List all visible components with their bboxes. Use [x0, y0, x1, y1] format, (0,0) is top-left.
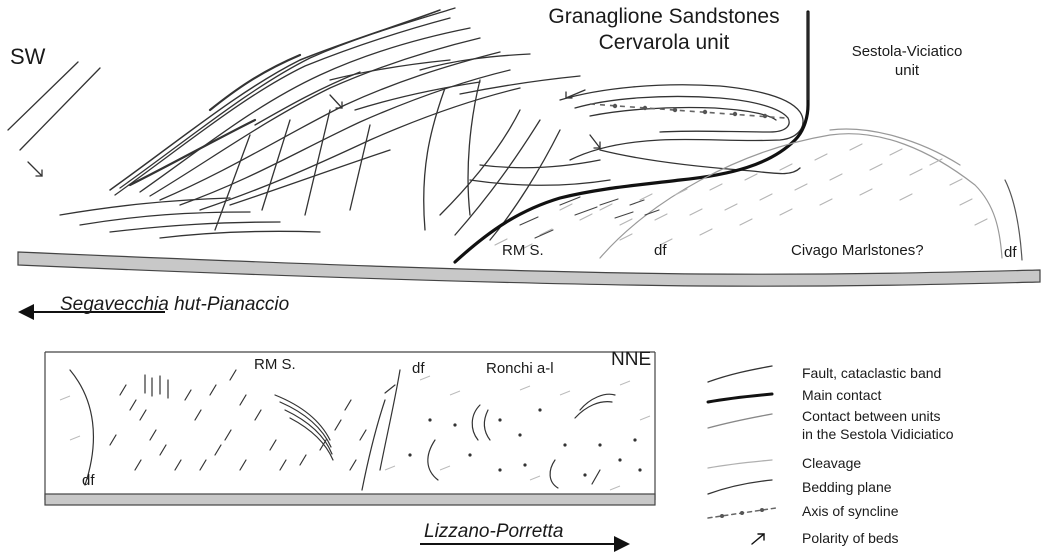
- legend-label-fault: Fault, cataclastic band: [802, 365, 941, 381]
- legend-symbol-unit-contact: [708, 414, 772, 428]
- orientation-label-sw: SW: [10, 44, 45, 70]
- cervarola-fold: [470, 85, 803, 186]
- granaglione-title: Granaglione Sandstones Cervarola unit: [514, 4, 814, 56]
- route-label-lower: Lizzano-Porretta: [424, 521, 563, 543]
- legend-label-cleavage: Cleavage: [802, 455, 861, 471]
- rm-s-label-lower: RM S.: [254, 356, 296, 373]
- sestola-viciatico-dome: [600, 129, 1022, 260]
- lower-section-frame: [45, 352, 655, 505]
- sestola-line2: unit: [822, 61, 992, 80]
- df-label-lower-mid: df: [412, 360, 425, 377]
- civago-marlstones-label: Civago Marlstones?: [791, 242, 924, 259]
- lower-cleavage-marks: [60, 376, 650, 490]
- legend-label-polarity: Polarity of beds: [802, 530, 899, 546]
- legend-label-syncline-axis: Axis of syncline: [802, 503, 898, 519]
- legend-label-unit-contact: Contact between units: [802, 408, 941, 424]
- df-label-upper-1: df: [654, 242, 667, 259]
- lower-bedding-clusters: [110, 370, 366, 470]
- sestola-viciatico-label: Sestola-Viciatico unit: [822, 42, 992, 80]
- ronchi-label: Ronchi a-l: [486, 360, 554, 377]
- rm-s-label-upper: RM S.: [502, 242, 544, 259]
- granaglione-title-line1: Granaglione Sandstones: [514, 4, 814, 30]
- orientation-label-nne: NNE: [611, 349, 651, 371]
- df-label-lower-left: df: [82, 472, 95, 489]
- granaglione-title-line2: Cervarola unit: [514, 30, 814, 56]
- legend-symbol-fault: [708, 366, 772, 382]
- legend-symbol-main-contact: [708, 394, 772, 402]
- legend-symbols: [708, 366, 776, 544]
- route-label-upper: Segavecchia hut-Pianaccio: [60, 294, 289, 316]
- legend-symbol-bedding: [708, 480, 772, 494]
- sestola-line1: Sestola-Viciatico: [822, 42, 992, 61]
- legend-label-bedding: Bedding plane: [802, 479, 892, 495]
- df-label-upper-2: df: [1004, 244, 1017, 261]
- lower-dots: [408, 408, 641, 476]
- legend-label-unit-contact-cont: in the Sestola Vidiciatico: [802, 426, 954, 442]
- legend-label-main-contact: Main contact: [802, 387, 881, 403]
- upper-section-sketch: [8, 8, 580, 240]
- legend-symbol-polarity-arrow: [752, 534, 764, 544]
- legend-symbol-cleavage: [708, 460, 772, 468]
